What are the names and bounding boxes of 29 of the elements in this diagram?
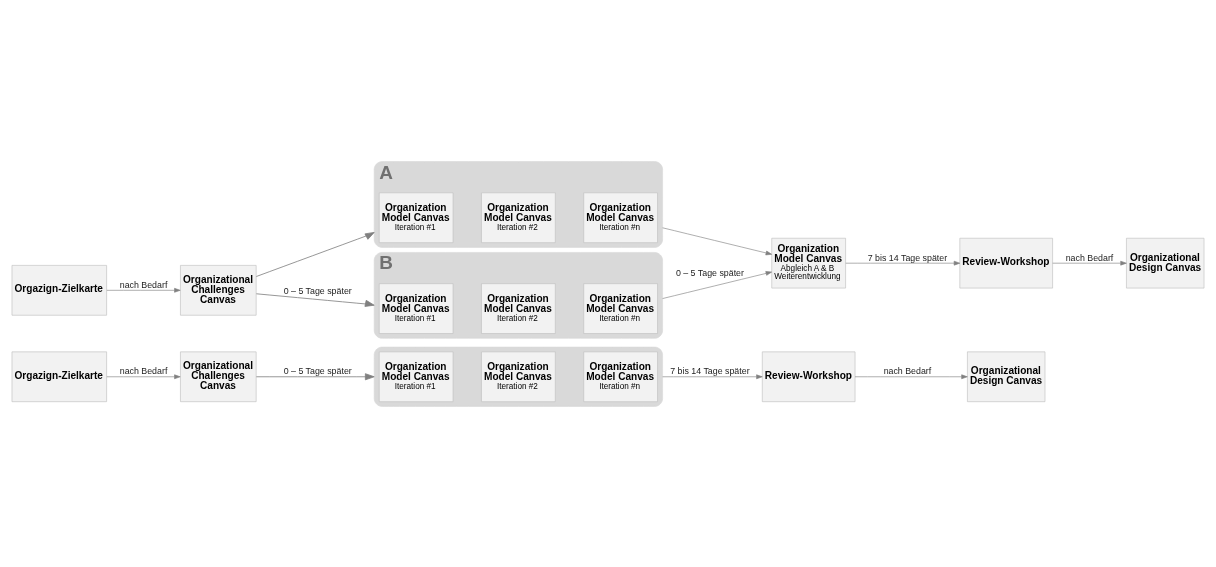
edge-label: nach Bedarf [119, 279, 168, 290]
node-box: Organizational Challenges Canvas [180, 351, 257, 402]
node-box: Orgazign-Zielkarte [11, 351, 107, 402]
arrow [106, 373, 181, 379]
edge-label: nach Bedarf [119, 365, 168, 376]
cluster [373, 346, 663, 407]
node-box: Review-Workshop [959, 237, 1053, 288]
arrow [854, 373, 968, 379]
node-box: Organizational Design Canvas [1126, 237, 1205, 288]
arrow [662, 226, 772, 255]
arrow [255, 292, 375, 307]
arrow [845, 260, 961, 265]
edge-label: 7 bis 14 Tage später [867, 252, 948, 263]
edge-label: 0 – 5 Tage später [675, 267, 744, 278]
edge-label: 7 bis 14 Tage später [670, 365, 750, 376]
node-box: Organizational Challenges Canvas [180, 264, 257, 316]
node-box: Organizational Design Canvas [967, 351, 1046, 402]
edge-label: 0 – 5 Tage später [283, 365, 352, 376]
edge-label: nach Bedarf [883, 365, 932, 376]
arrow [662, 270, 772, 299]
arrow [255, 231, 375, 277]
arrow [662, 373, 763, 379]
arrow [106, 287, 181, 293]
node-box: Orgazign-Zielkarte [11, 264, 107, 316]
arrow [1052, 260, 1127, 265]
arrow [255, 372, 375, 380]
edge-label: 0 – 5 Tage später [283, 285, 352, 296]
node-box: Review-Workshop [762, 351, 856, 402]
edge-label: nach Bedarf [1065, 252, 1114, 263]
